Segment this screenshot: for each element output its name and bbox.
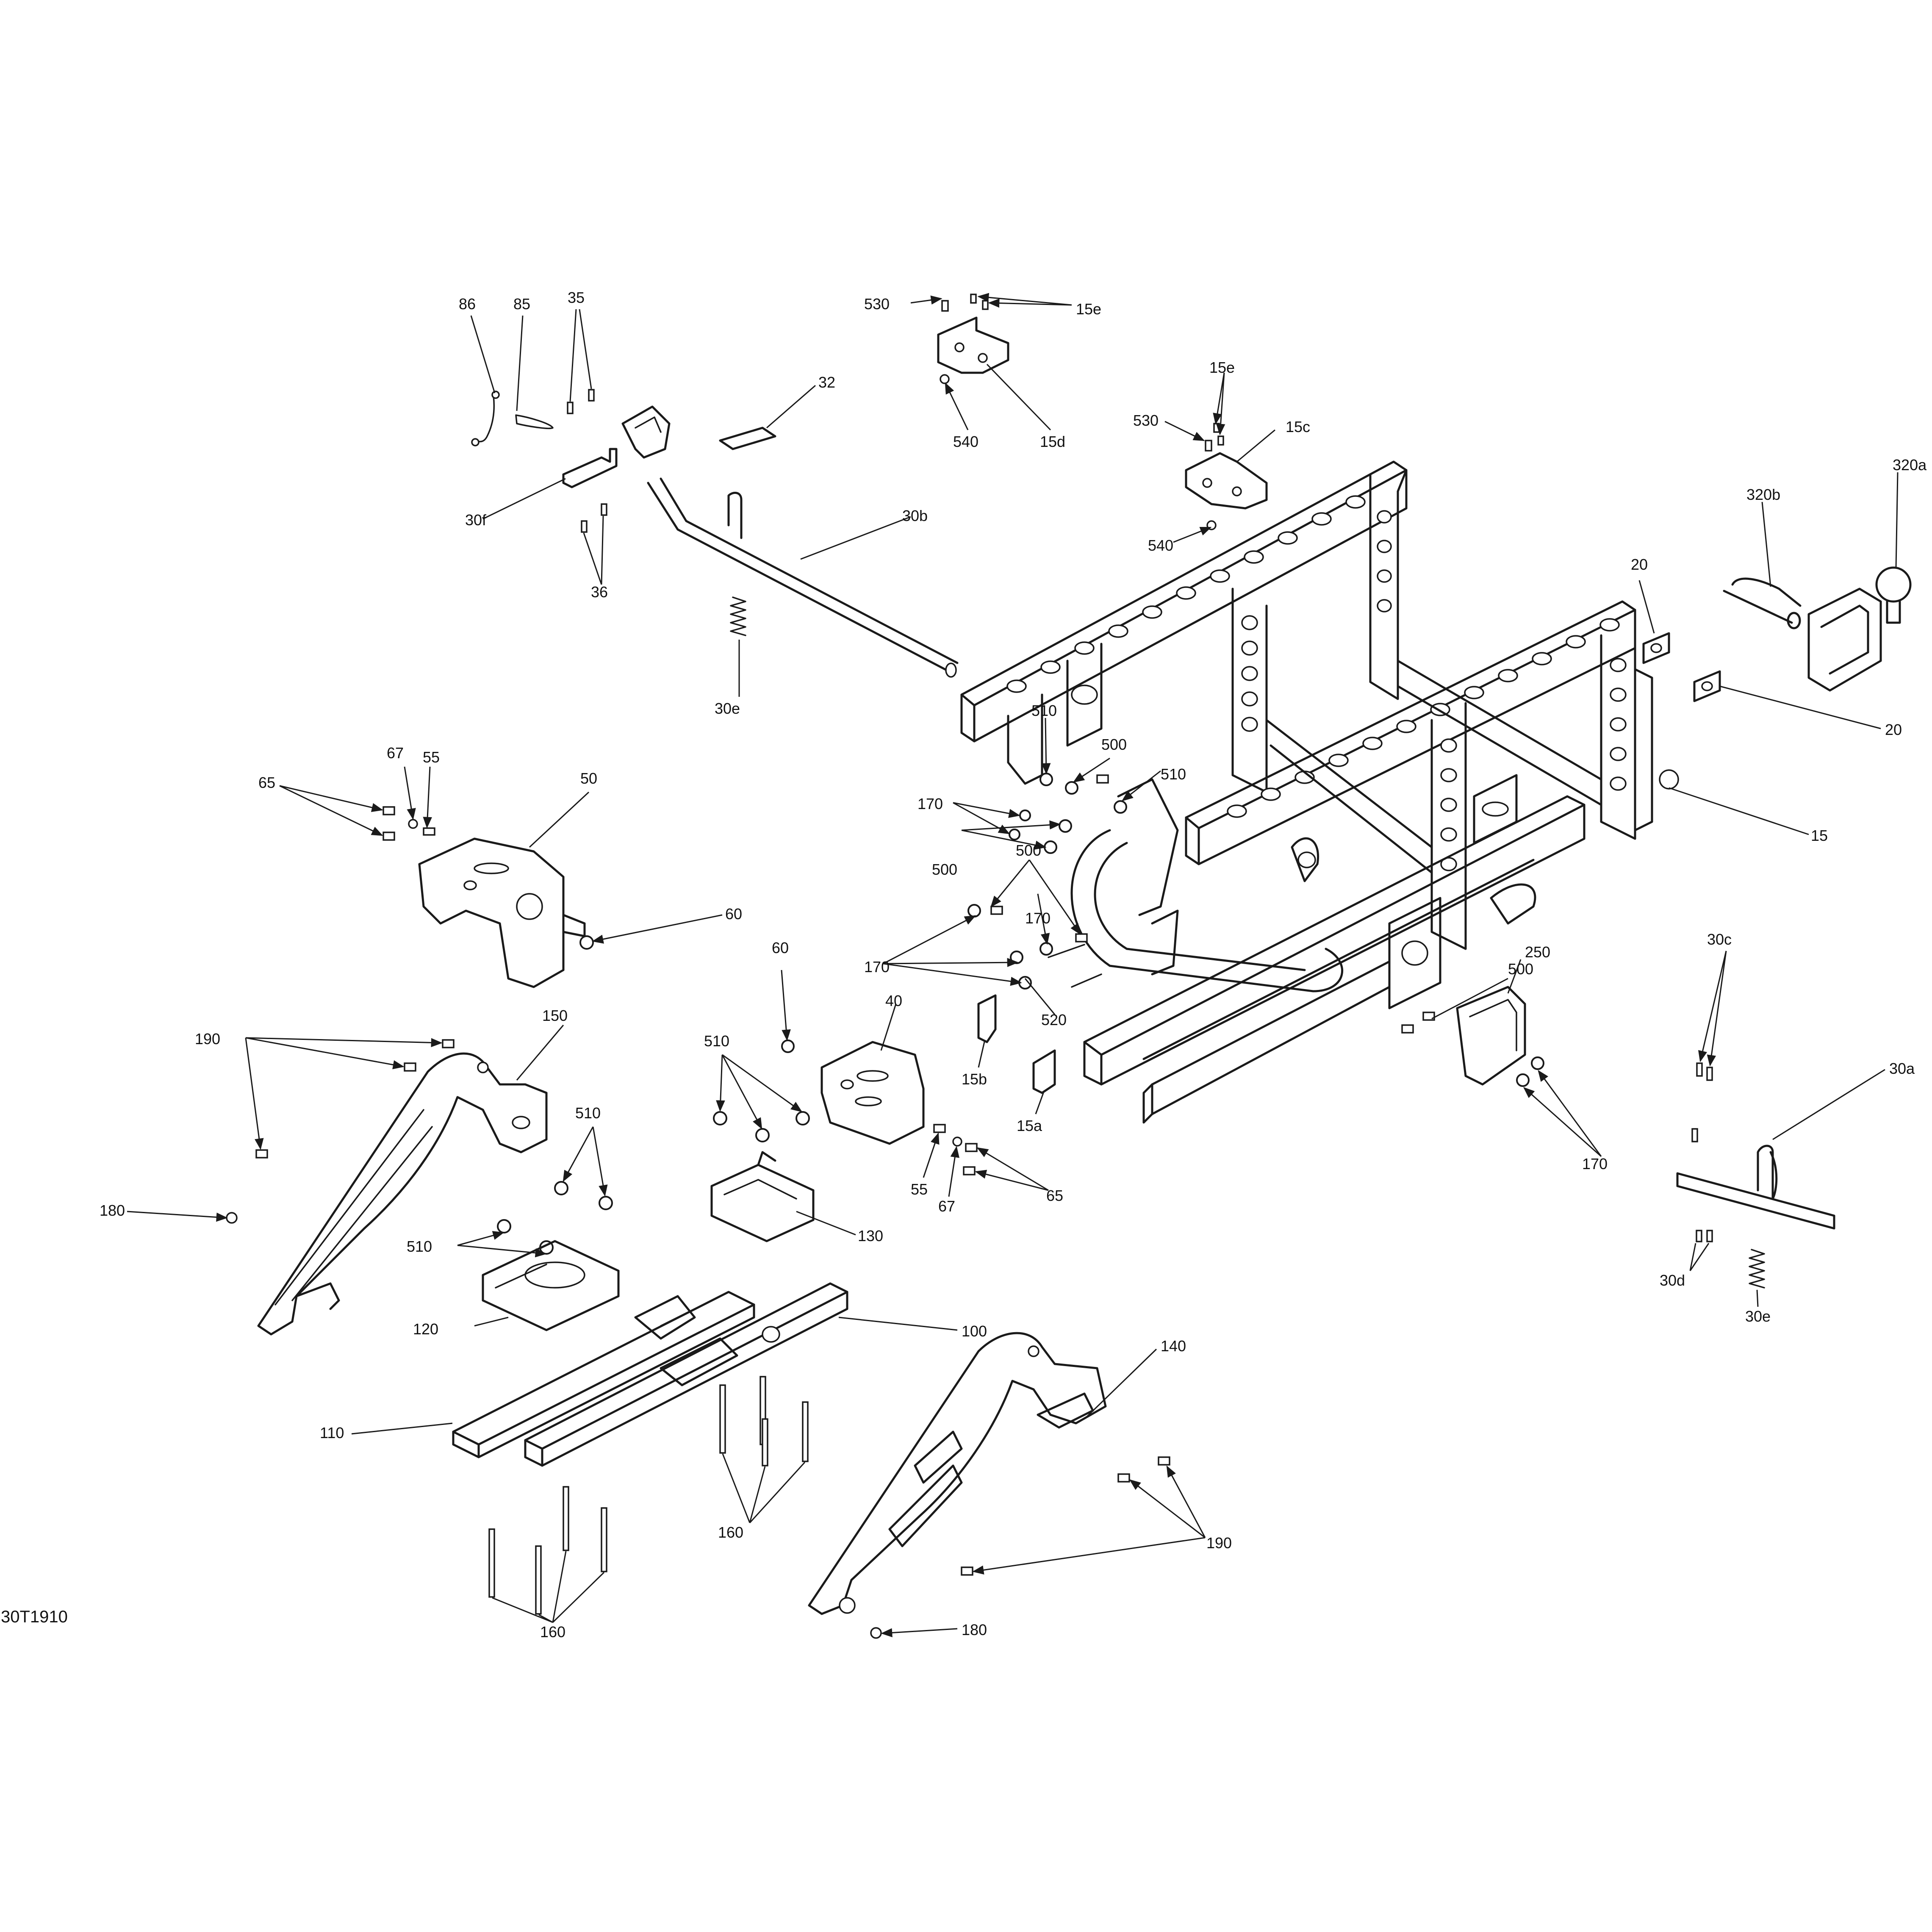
callout-190: 190 xyxy=(195,1030,220,1048)
callout-150: 150 xyxy=(542,1007,568,1024)
callout-540: 540 xyxy=(1148,537,1173,554)
seat-rail-100 xyxy=(524,1282,848,1467)
callout-67: 67 xyxy=(938,1197,955,1215)
callout-500: 500 xyxy=(1016,842,1041,859)
callout-15b: 15b xyxy=(962,1070,987,1088)
callout-65: 65 xyxy=(1046,1187,1063,1204)
bracket-50 xyxy=(383,806,594,988)
main-frame-assembly xyxy=(960,460,1679,1124)
callout-170: 170 xyxy=(1025,909,1051,927)
callout-15d: 15d xyxy=(1040,433,1065,450)
callout-55: 55 xyxy=(911,1181,928,1198)
callout-30e: 30e xyxy=(715,700,740,717)
callout-15: 15 xyxy=(1811,827,1828,844)
callout-30a: 30a xyxy=(1889,1060,1915,1077)
callout-500: 500 xyxy=(1101,736,1127,753)
callout-55: 55 xyxy=(423,748,440,766)
callout-160: 160 xyxy=(718,1524,743,1541)
callout-40: 40 xyxy=(885,992,902,1009)
callout-60: 60 xyxy=(725,905,742,923)
callout-30b: 30b xyxy=(902,507,928,524)
callout-15c: 15c xyxy=(1286,418,1310,435)
callout-30f: 30f xyxy=(465,511,487,529)
callout-170: 170 xyxy=(1582,1155,1608,1173)
callout-30e: 30e xyxy=(1745,1308,1771,1325)
callout-510: 510 xyxy=(1161,765,1186,783)
callout-500: 500 xyxy=(932,861,957,878)
callout-530: 530 xyxy=(864,295,890,313)
callout-170: 170 xyxy=(917,795,943,812)
box-120 xyxy=(482,1240,620,1331)
box-130 xyxy=(710,1151,815,1242)
brackets-15a-15b xyxy=(977,994,1056,1094)
bracket-40 xyxy=(820,1041,925,1145)
callout-15e: 15e xyxy=(1209,359,1235,376)
side-support-140 xyxy=(808,1332,1170,1639)
callout-100: 100 xyxy=(962,1322,987,1340)
callout-20: 20 xyxy=(1885,721,1902,738)
rear-beam-holes xyxy=(1006,495,1392,732)
callout-15e: 15e xyxy=(1076,300,1101,318)
reference-code: 30T1910 xyxy=(1,1608,68,1626)
callout-15a: 15a xyxy=(1017,1117,1042,1134)
callout-160: 160 xyxy=(540,1623,565,1641)
callout-250: 250 xyxy=(1525,943,1550,961)
callout-32: 32 xyxy=(818,374,835,391)
guard-250 xyxy=(1456,986,1526,1086)
callout-520: 520 xyxy=(1041,1011,1067,1028)
callout-86: 86 xyxy=(459,295,476,313)
callout-30c: 30c xyxy=(1707,931,1732,948)
bolts-160 xyxy=(488,1376,809,1615)
front-beam-holes xyxy=(1227,618,1620,818)
callout-540: 540 xyxy=(953,433,978,450)
callout-180: 180 xyxy=(962,1621,987,1638)
callout-130: 130 xyxy=(858,1227,883,1245)
callout-20: 20 xyxy=(1631,556,1648,573)
callout-85: 85 xyxy=(513,295,530,313)
callout-320b: 320b xyxy=(1746,486,1780,503)
callout-35: 35 xyxy=(568,289,585,306)
callout-510: 510 xyxy=(407,1238,432,1255)
callout-190: 190 xyxy=(1206,1534,1232,1552)
callout-180: 180 xyxy=(100,1202,125,1219)
brackets-15c-15d xyxy=(937,294,1268,530)
callout-140: 140 xyxy=(1161,1337,1186,1355)
hitch-assembly xyxy=(1642,566,1912,702)
callout-labels: 86 85 35 32 530 15e 15d 540 15e 530 15c … xyxy=(100,289,1927,1641)
callout-510: 510 xyxy=(575,1104,601,1122)
lever-30a xyxy=(1676,1062,1835,1289)
callout-60: 60 xyxy=(772,939,789,956)
callout-500: 500 xyxy=(1508,960,1533,978)
callout-530: 530 xyxy=(1133,412,1159,429)
callout-120: 120 xyxy=(413,1320,438,1338)
seat-rail-110 xyxy=(452,1291,755,1458)
side-support-150 xyxy=(226,1039,548,1336)
leader-lines xyxy=(127,293,1899,1638)
callout-510: 510 xyxy=(1031,702,1057,719)
small-parts-top-left xyxy=(471,389,959,678)
callout-67: 67 xyxy=(387,744,404,762)
callout-110: 110 xyxy=(320,1424,344,1441)
callout-510: 510 xyxy=(704,1032,729,1050)
callout-320a: 320a xyxy=(1893,456,1927,474)
callout-30d: 30d xyxy=(1660,1272,1685,1289)
callout-65: 65 xyxy=(258,774,275,791)
callout-50: 50 xyxy=(580,770,597,787)
callout-36: 36 xyxy=(591,583,608,601)
callout-170: 170 xyxy=(864,958,890,976)
